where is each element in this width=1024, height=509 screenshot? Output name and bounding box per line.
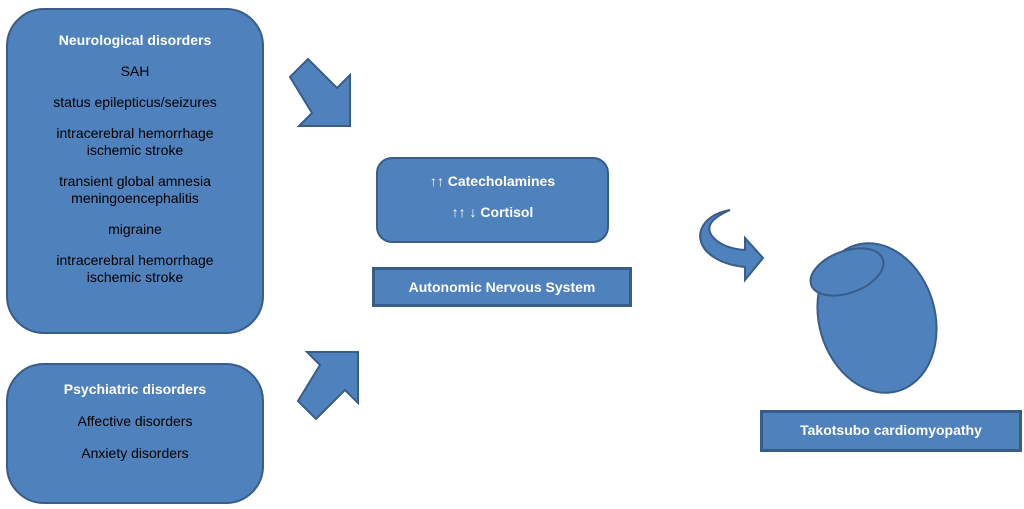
neuro-item-sah: SAH bbox=[120, 63, 150, 79]
neuro-item-hemorrhage-stroke-2: intracerebral hemorrhage ischemic stroke bbox=[56, 252, 214, 285]
psych-item-anxiety: Anxiety disorders bbox=[81, 445, 189, 461]
arrow-up-right-icon bbox=[296, 351, 359, 421]
neurological-title: Neurological disorders bbox=[58, 32, 212, 48]
arrow-down-right-icon bbox=[288, 57, 351, 127]
heart-shape-icon bbox=[809, 242, 938, 394]
psychiatric-disorders-box: Psychiatric disorders Affective disorder… bbox=[6, 363, 264, 504]
neuro-item-seizures: status epilepticus/seizures bbox=[53, 94, 217, 110]
psych-item-affective: Affective disorders bbox=[77, 413, 193, 429]
cortisol-label: ↑↑ ↓ Cortisol bbox=[451, 204, 534, 220]
neuro-item-amnesia-meningoencephalitis: transient global amnesia meningoencephal… bbox=[59, 173, 211, 206]
catecholamines-label: ↑↑ Catecholamines bbox=[429, 173, 556, 189]
autonomic-nervous-system-box: Autonomic Nervous System bbox=[372, 267, 632, 307]
takotsubo-cardiomyopathy-box: Takotsubo cardiomyopathy bbox=[760, 410, 1022, 452]
neuro-item-hemorrhage-stroke: intracerebral hemorrhage ischemic stroke bbox=[56, 125, 214, 158]
curved-arrow-icon bbox=[699, 209, 765, 283]
neurological-disorders-box: Neurological disorders SAH status epilep… bbox=[6, 8, 264, 334]
psychiatric-title: Psychiatric disorders bbox=[63, 381, 207, 397]
hormones-box: ↑↑ Catecholamines ↑↑ ↓ Cortisol bbox=[376, 157, 609, 243]
neuro-item-migraine: migraine bbox=[108, 221, 162, 237]
